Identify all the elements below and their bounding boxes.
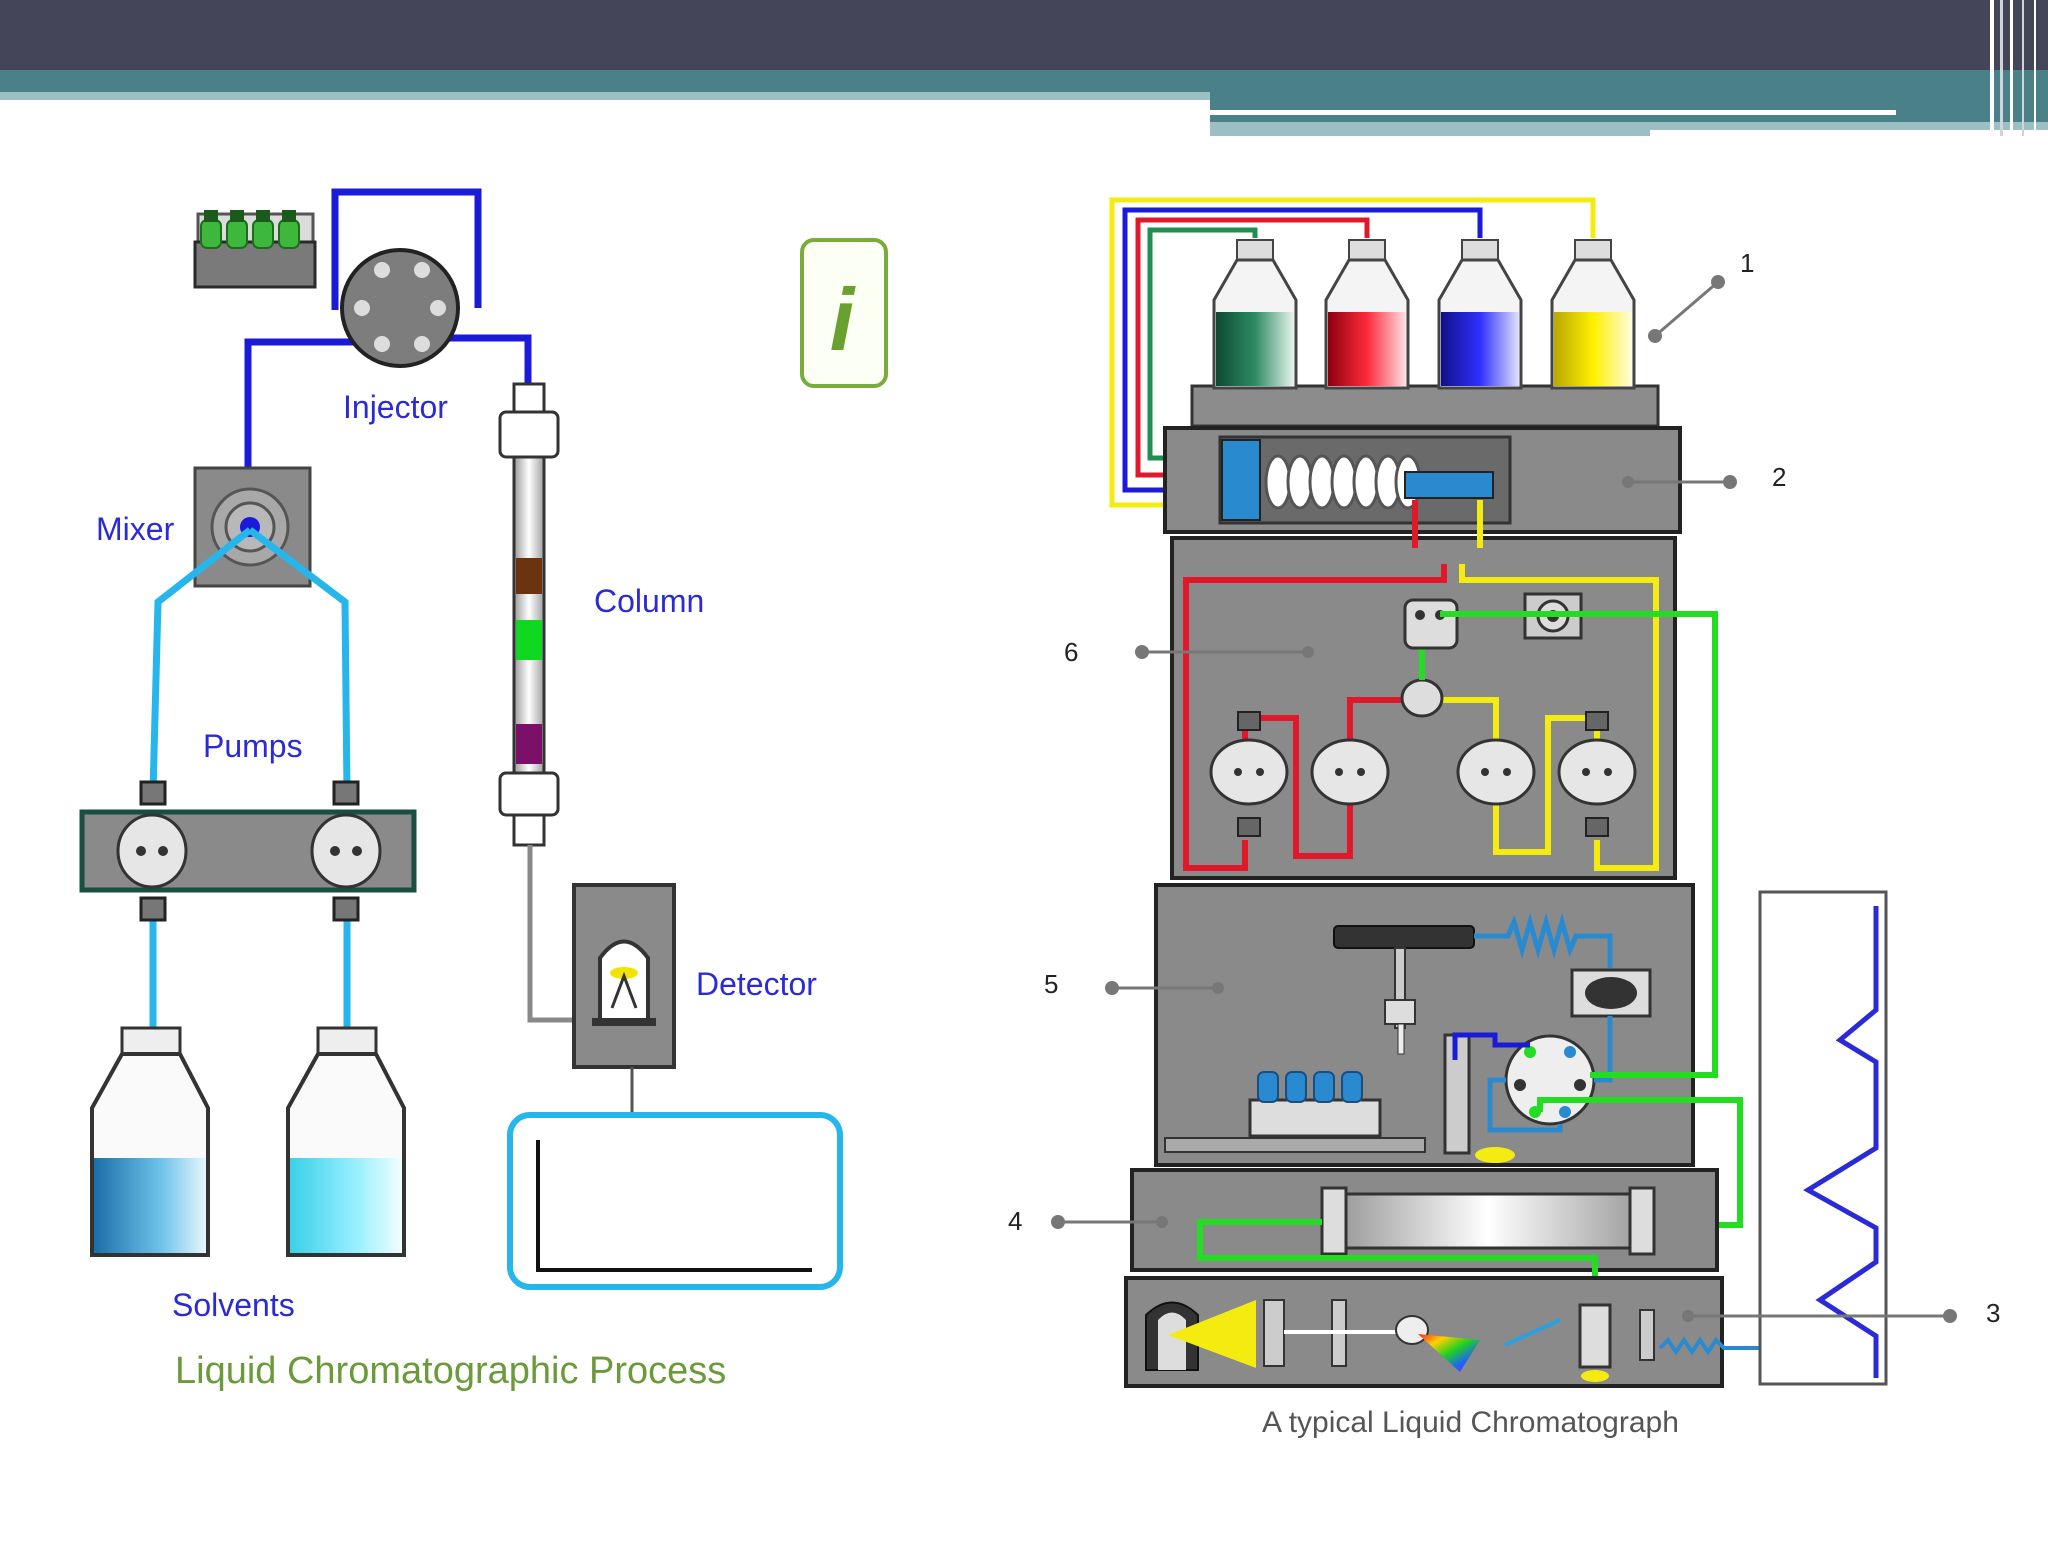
info-icon-glyph: i [830, 270, 856, 369]
column-icon [498, 382, 560, 847]
pump-head-icon [1456, 738, 1536, 806]
column-label: Column [594, 583, 704, 619]
injector-valve-icon [340, 248, 460, 368]
header-band [0, 0, 2048, 138]
callout-1-label: 1 [1740, 248, 1754, 278]
lc-instrument-diagram: 1 2 3 4 5 6 A typical Liquid Chromatogra [1008, 197, 2000, 1439]
detector-label: Detector [696, 966, 817, 1002]
column-oven-module [1130, 1168, 1719, 1305]
detector-lamp-icon [572, 883, 676, 1069]
injector-label: Injector [343, 389, 448, 425]
callout-2: 2 [1622, 462, 1786, 492]
callout-5: 5 [1044, 969, 1224, 999]
callout-3: 3 [1682, 1298, 2000, 1328]
pump-head-icon [1557, 711, 1637, 837]
chromatogram-panel [1758, 890, 1888, 1386]
mixer-to-injector-tubing [244, 338, 360, 520]
pump-head-icon [310, 780, 382, 922]
right-caption: A typical Liquid Chromatograph [1262, 1406, 1679, 1439]
info-icon[interactable]: i [800, 238, 888, 388]
callout-4-label: 4 [1008, 1206, 1022, 1236]
pump-outlet-tubing [149, 527, 351, 793]
solvent-line-yellow [1109, 197, 1596, 508]
pumps-label: Pumps [203, 728, 303, 764]
injector-to-column-tubing [430, 334, 532, 388]
solvent-bottle-icon [1550, 239, 1636, 390]
solvent-line-blue [1122, 207, 1483, 493]
solvents-label: Solvents [172, 1287, 295, 1323]
callout-5-label: 5 [1044, 969, 1058, 999]
degasser-module [1163, 426, 1682, 534]
autosampler-module [1154, 883, 1695, 1167]
pump-head-icon [116, 780, 188, 922]
pump-head-icon [1209, 711, 1289, 837]
solvent-bottle-icon [90, 1026, 210, 1257]
pump-unit [79, 780, 417, 922]
pump-head-icon [1310, 738, 1390, 806]
bottle-tray [1190, 384, 1660, 428]
lc-process-diagram: i Injector Mixer Column Pumps Detector S… [79, 188, 888, 1392]
mixer-icon [193, 466, 312, 588]
solvent-inlet-tubing [149, 898, 351, 1030]
pump-module [1170, 500, 1677, 880]
solvent-bottle-icon [1437, 239, 1523, 390]
sample-vial-rack [193, 210, 317, 289]
mixer-label: Mixer [96, 511, 175, 547]
callout-6-label: 6 [1064, 637, 1078, 667]
callout-4: 4 [1008, 1206, 1168, 1236]
detector-module [1124, 1276, 1760, 1388]
callout-2-label: 2 [1772, 462, 1786, 492]
injector-loop-tubing [331, 188, 482, 310]
callout-6: 6 [1064, 637, 1314, 667]
left-caption: Liquid Chromatographic Process [175, 1350, 726, 1392]
solvent-bottle-icon [1324, 239, 1410, 390]
recorder-display [507, 1112, 843, 1290]
solvent-bottle-icon [1212, 239, 1298, 390]
callout-3-label: 3 [1986, 1298, 2000, 1328]
solvent-bottle-icon [286, 1026, 406, 1257]
callout-1: 1 [1648, 248, 1754, 343]
